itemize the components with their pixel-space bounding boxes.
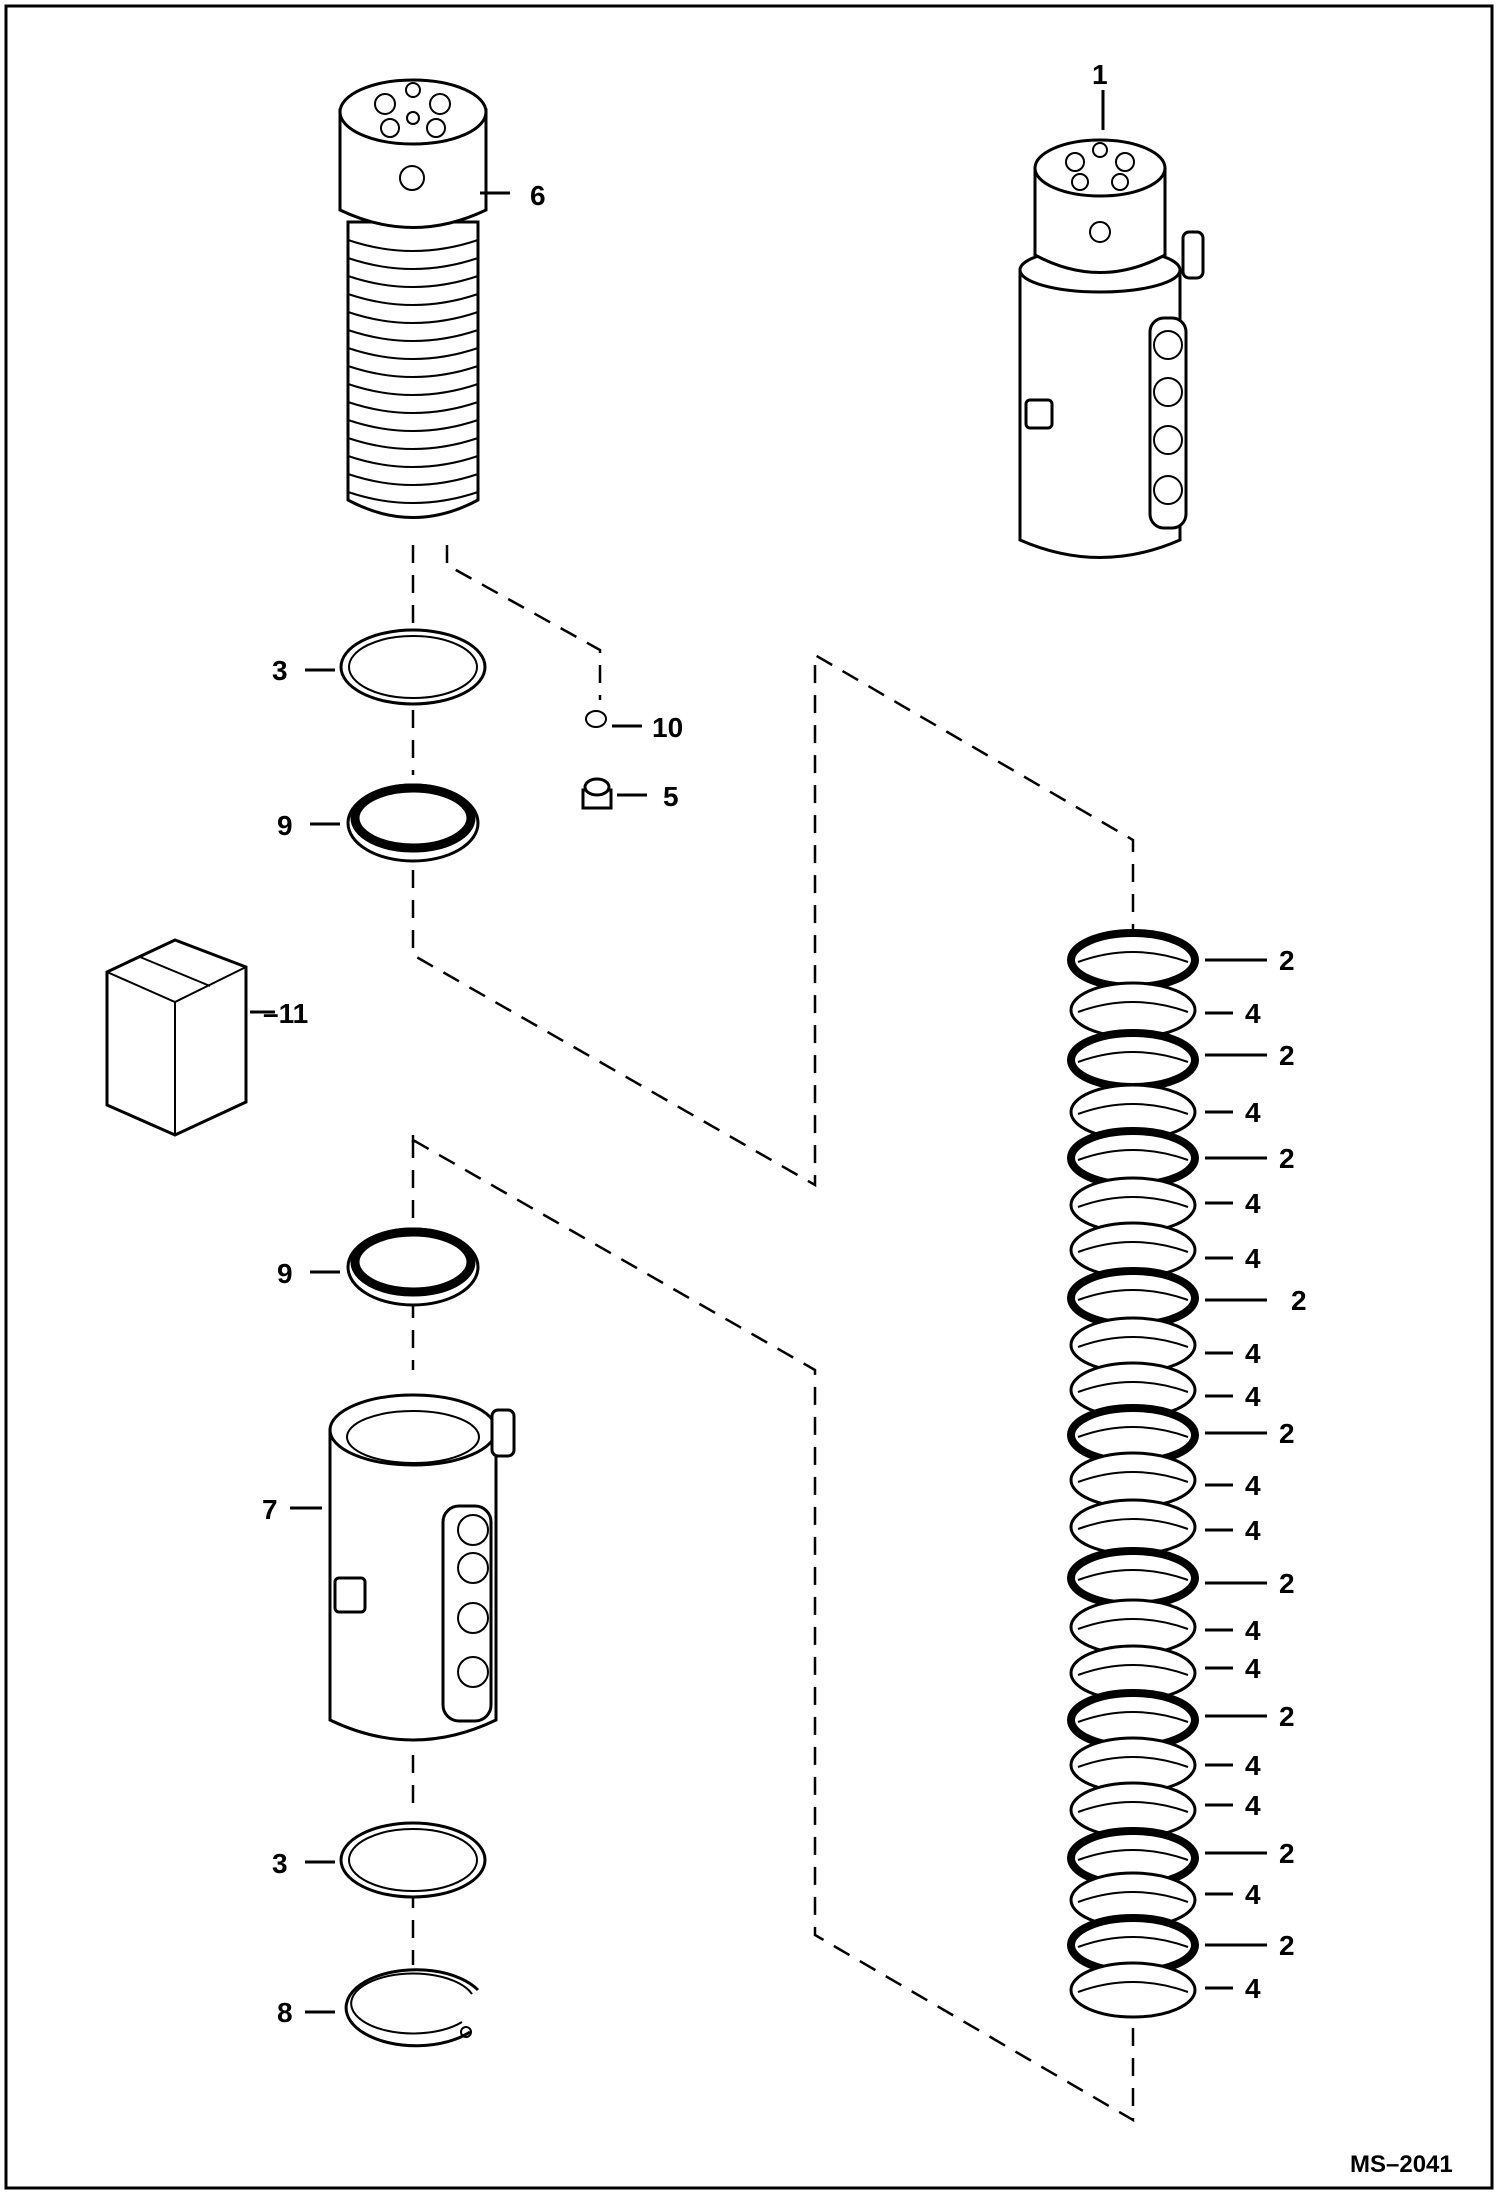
ring-callout: 2 [1279,1040,1295,1071]
ring-inner-edge [1077,1981,1189,1993]
spool-groove [347,491,479,504]
spool-groove [347,437,479,450]
ring-callout: 2 [1291,1285,1307,1316]
callout-1: 1 [1092,59,1108,90]
spool-groove [347,455,479,468]
ring-callout: 4 [1245,1750,1261,1781]
ring-callout: 2 [1279,1568,1295,1599]
callout-5: 5 [663,781,679,812]
seal-lower [310,1227,480,1307]
seal-ring [1067,1029,1199,1091]
callout-3-upper: 3 [272,655,288,686]
ring-callout: 2 [1279,1838,1295,1869]
ring-inner-edge [1077,1149,1189,1161]
o-ring-small [585,710,642,728]
ring-callout: 4 [1245,1973,1261,2004]
ring-callout: 2 [1279,1701,1295,1732]
spool-groove [347,419,479,432]
spool-groove [347,473,479,486]
ring-inner-edge [1077,1196,1189,1208]
seal-upper [310,783,480,863]
callout-10: 10 [652,712,683,743]
ring-inner-edge [1077,1936,1189,1948]
backup-ring [1069,1961,1197,2019]
spool-groove [347,383,479,396]
assembly-guide-lines [411,545,1135,2123]
ring-inner-edge [1077,951,1189,963]
ring-inner-edge [1077,1711,1189,1723]
spool-groove [347,347,479,360]
seal-ring [1067,1547,1199,1609]
spool-groove [347,329,479,342]
ring-callout: 4 [1245,1470,1261,1501]
backup-ring-lower [305,1821,487,1899]
ring-callout: 4 [1245,1790,1261,1821]
housing [290,1393,516,1742]
ring-inner-edge [1077,1756,1189,1768]
swivel-assembly [1018,90,1205,559]
callout-6: 6 [530,180,546,211]
spool-groove [347,239,479,252]
ring-inner-edge [1077,1103,1189,1115]
callout-7: 7 [262,1494,278,1525]
callout-8: 8 [277,1997,293,2028]
spool-groove [347,275,479,288]
ring-inner-edge [1077,1891,1189,1903]
ring-callout: 2 [1279,1143,1295,1174]
ring-callout: 4 [1245,1097,1261,1128]
callout-3-lower: 3 [272,1848,288,1879]
seal-ring [1067,929,1199,991]
spool-groove [347,311,479,324]
ring-inner-edge [1077,1471,1189,1483]
ring-callout: 4 [1245,1879,1261,1910]
plug [581,777,647,810]
backup-ring-upper [305,628,487,706]
spool [338,78,510,519]
ring-callout: 2 [1279,1418,1295,1449]
ring-callout: 4 [1245,1338,1261,1369]
ring-inner-edge [1077,1664,1189,1676]
ring-inner-edge [1077,1381,1189,1393]
ring-callout: 4 [1245,1381,1261,1412]
ring-callout: 2 [1279,945,1295,976]
ring-callout: 4 [1245,1188,1261,1219]
ring-inner-edge [1077,1289,1189,1301]
ring-callout: 4 [1245,998,1261,1029]
backup-ring [1069,981,1197,1039]
ring-inner-edge [1077,1618,1189,1630]
spool-groove [347,257,479,270]
snap-ring [305,1968,480,2048]
spool-groove [347,401,479,414]
ring-callout: 4 [1245,1653,1261,1684]
ring-inner-edge [1077,1051,1189,1063]
ring-inner-edge [1077,1849,1189,1861]
ring-inner-edge [1077,1001,1189,1013]
callout-9-upper: 9 [277,810,293,841]
ring-inner-edge [1077,1241,1189,1253]
ring-callout: 2 [1279,1930,1295,1961]
seal-kit-box [105,938,275,1137]
ring-callout: 4 [1245,1515,1261,1546]
spool-groove [347,293,479,306]
ring-inner-edge [1077,1336,1189,1348]
ring-inner-edge [1077,1518,1189,1530]
ring-callout: 4 [1245,1243,1261,1274]
ring-inner-edge [1077,1569,1189,1581]
ring-callout: 4 [1245,1615,1261,1646]
page-border [4,4,1494,2190]
spool-groove [347,365,479,378]
ring-inner-edge [1077,1801,1189,1813]
backup-ring [1069,1498,1197,1556]
callout-9-lower: 9 [277,1258,293,1289]
ring-inner-edge [1077,1426,1189,1438]
callout-11: –11 [263,998,308,1029]
drawing-code: MS–2041 [1350,2151,1453,2178]
